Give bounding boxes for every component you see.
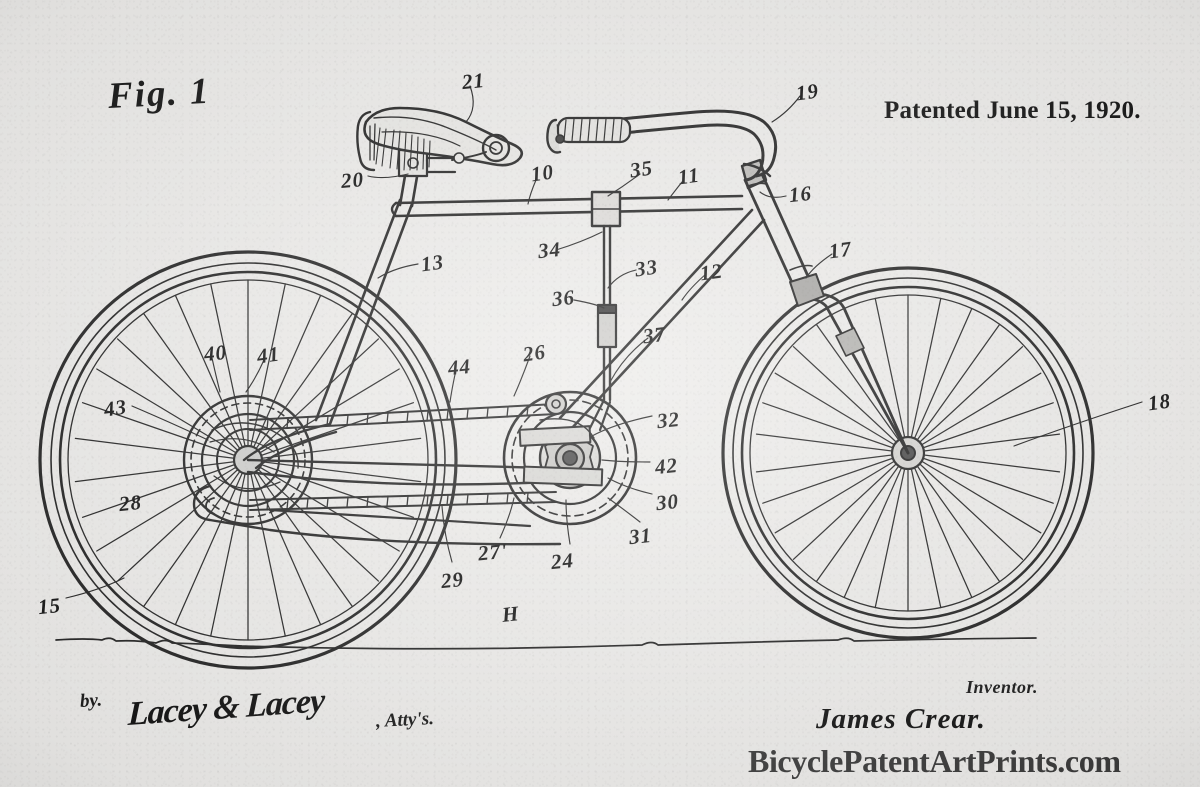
reference-numeral-21: 21: [460, 67, 487, 95]
crank-assembly: [502, 390, 638, 526]
reference-numeral-H: H: [500, 601, 521, 627]
saddle: [356, 106, 524, 172]
rear-wheel: [38, 250, 458, 670]
vertical-strut: [590, 190, 622, 402]
watermark: BicyclePatentArtPrints.com: [748, 743, 1121, 779]
reference-numeral-24: 24: [549, 547, 576, 575]
seat-tube: [314, 198, 414, 426]
front-wheel: [721, 266, 1095, 640]
ground-line: [55, 637, 1037, 650]
inventor-label: Inventor.: [966, 677, 1039, 697]
reference-numeral-40: 40: [202, 339, 229, 367]
chain: [249, 403, 557, 511]
reference-numeral-30: 30: [654, 488, 681, 516]
front-spokes: [755, 294, 1061, 612]
reference-numeral-20: 20: [339, 167, 365, 193]
reference-numeral-15: 15: [36, 592, 63, 620]
reference-numeral-42: 42: [653, 452, 680, 480]
reference-numeral-28: 28: [117, 489, 144, 517]
reference-numeral-26: 26: [521, 339, 548, 367]
seat-post: [397, 148, 472, 208]
reference-numeral-11: 11: [676, 162, 702, 190]
reference-numeral-37: 37: [641, 321, 668, 349]
reference-numeral-36: 36: [550, 284, 577, 312]
attorney-suffix: , Atty's.: [375, 707, 435, 732]
patent-date: Patented June 15, 1920.: [884, 97, 1141, 124]
reference-numeral-31: 31: [627, 522, 654, 550]
reference-numeral-13: 13: [419, 249, 446, 277]
rear-spokes: [74, 279, 422, 641]
reference-numeral-34: 34: [536, 236, 563, 264]
reference-numeral-27prime: 27': [476, 538, 509, 566]
reference-numeral-33: 33: [633, 254, 660, 282]
by-label: by.: [79, 689, 103, 712]
reference-numeral-12: 12: [698, 258, 725, 286]
reference-numeral-43: 43: [102, 394, 129, 422]
reference-numeral-44: 44: [446, 353, 473, 381]
reference-numeral-41: 41: [255, 341, 282, 369]
reference-numeral-32: 32: [655, 406, 682, 434]
inventor-signature: James Crear.: [816, 703, 986, 735]
reference-numeral-18: 18: [1146, 388, 1173, 416]
reference-numeral-10: 10: [529, 159, 556, 187]
figure-label: Fig. 1: [106, 70, 212, 117]
reference-numeral-16: 16: [787, 180, 814, 208]
reference-numeral-29: 29: [439, 566, 466, 594]
top-tube: [390, 194, 744, 218]
handlebar: [546, 109, 778, 182]
head-tube-and-fork: [740, 158, 910, 455]
reference-numeral-35: 35: [628, 155, 655, 183]
reference-numeral-19: 19: [794, 78, 821, 106]
leader-lines: [65, 85, 1143, 599]
reference-numeral-17: 17: [827, 236, 854, 264]
